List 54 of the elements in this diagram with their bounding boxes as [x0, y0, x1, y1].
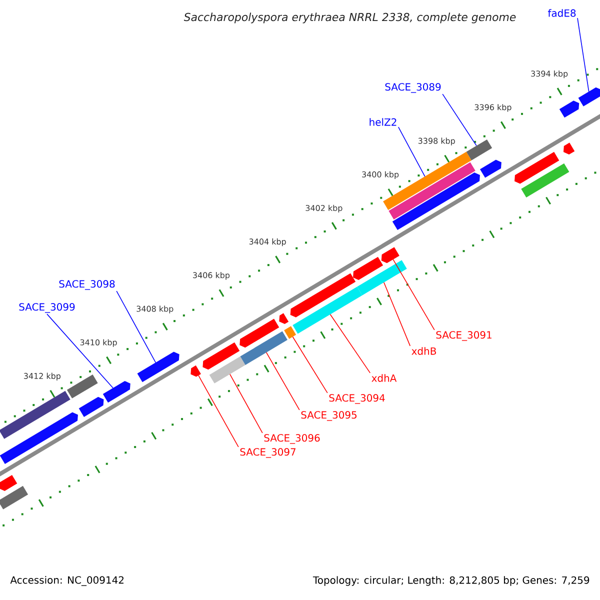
- gene-bar: [240, 331, 288, 365]
- gene-block: [190, 365, 201, 377]
- leader-line: [392, 259, 435, 330]
- leader-line: [384, 282, 411, 346]
- genome-info-text: Topology: circular; Length: 8,212,805 bp; Genes: 7,259: [312, 576, 590, 586]
- gene-bar: [0, 390, 70, 439]
- title: Saccharopolyspora erythraea NRRL 2338, complete genome: [184, 12, 516, 24]
- gene-bar: [357, 260, 407, 296]
- gene-bar: [284, 326, 296, 339]
- gene-block: [137, 352, 180, 382]
- gene-block: [353, 256, 384, 280]
- gene-bar: [0, 486, 28, 510]
- gene-block: [240, 318, 280, 348]
- gene-block: [290, 273, 356, 318]
- gene-block: [102, 380, 130, 403]
- leader-line: [266, 352, 300, 410]
- gene-label: xdhA: [372, 374, 397, 382]
- gene-block: [559, 100, 580, 118]
- leader-line: [292, 336, 328, 394]
- gene-bar: [66, 374, 98, 398]
- gene-bar: [466, 139, 492, 160]
- gene-block: [0, 474, 18, 491]
- leader-line: [398, 126, 426, 177]
- gene-block: [78, 396, 104, 417]
- gene-label: fadE8: [548, 9, 576, 17]
- leader-line: [577, 18, 590, 92]
- leader-line: [46, 314, 114, 388]
- gene-label: SACE_3094: [329, 394, 385, 404]
- gene-block: [514, 152, 560, 184]
- gene-label: SACE_3097: [240, 448, 296, 458]
- gene-label: SACE_3095: [301, 411, 356, 421]
- gene-label: SACE_3089: [385, 83, 441, 93]
- gene-label: SACE_3096: [264, 434, 320, 444]
- accession-text: Accession: NC_009142: [10, 576, 124, 586]
- gene-block: [202, 342, 240, 370]
- gene-label: SACE_3099: [19, 303, 75, 313]
- gene-block: [381, 247, 400, 264]
- leader-line: [116, 290, 156, 363]
- gene-bar: [209, 356, 246, 384]
- leader-line: [330, 314, 371, 374]
- gene-label: xdhB: [412, 347, 436, 355]
- gene-label: helZ2: [370, 118, 396, 126]
- gene-block: [563, 142, 575, 155]
- gene-bar: [383, 152, 472, 210]
- gene-block: [578, 87, 600, 106]
- gene-block: [0, 412, 78, 464]
- gene-label: SACE_3098: [59, 280, 115, 290]
- gene-bar: [521, 163, 570, 198]
- gene-block: [279, 313, 289, 324]
- gene-block: [480, 160, 502, 178]
- leader-line: [442, 94, 477, 146]
- gene-label: SACE_3091: [436, 331, 492, 341]
- leader-line: [198, 375, 239, 448]
- gene-bar: [292, 286, 362, 334]
